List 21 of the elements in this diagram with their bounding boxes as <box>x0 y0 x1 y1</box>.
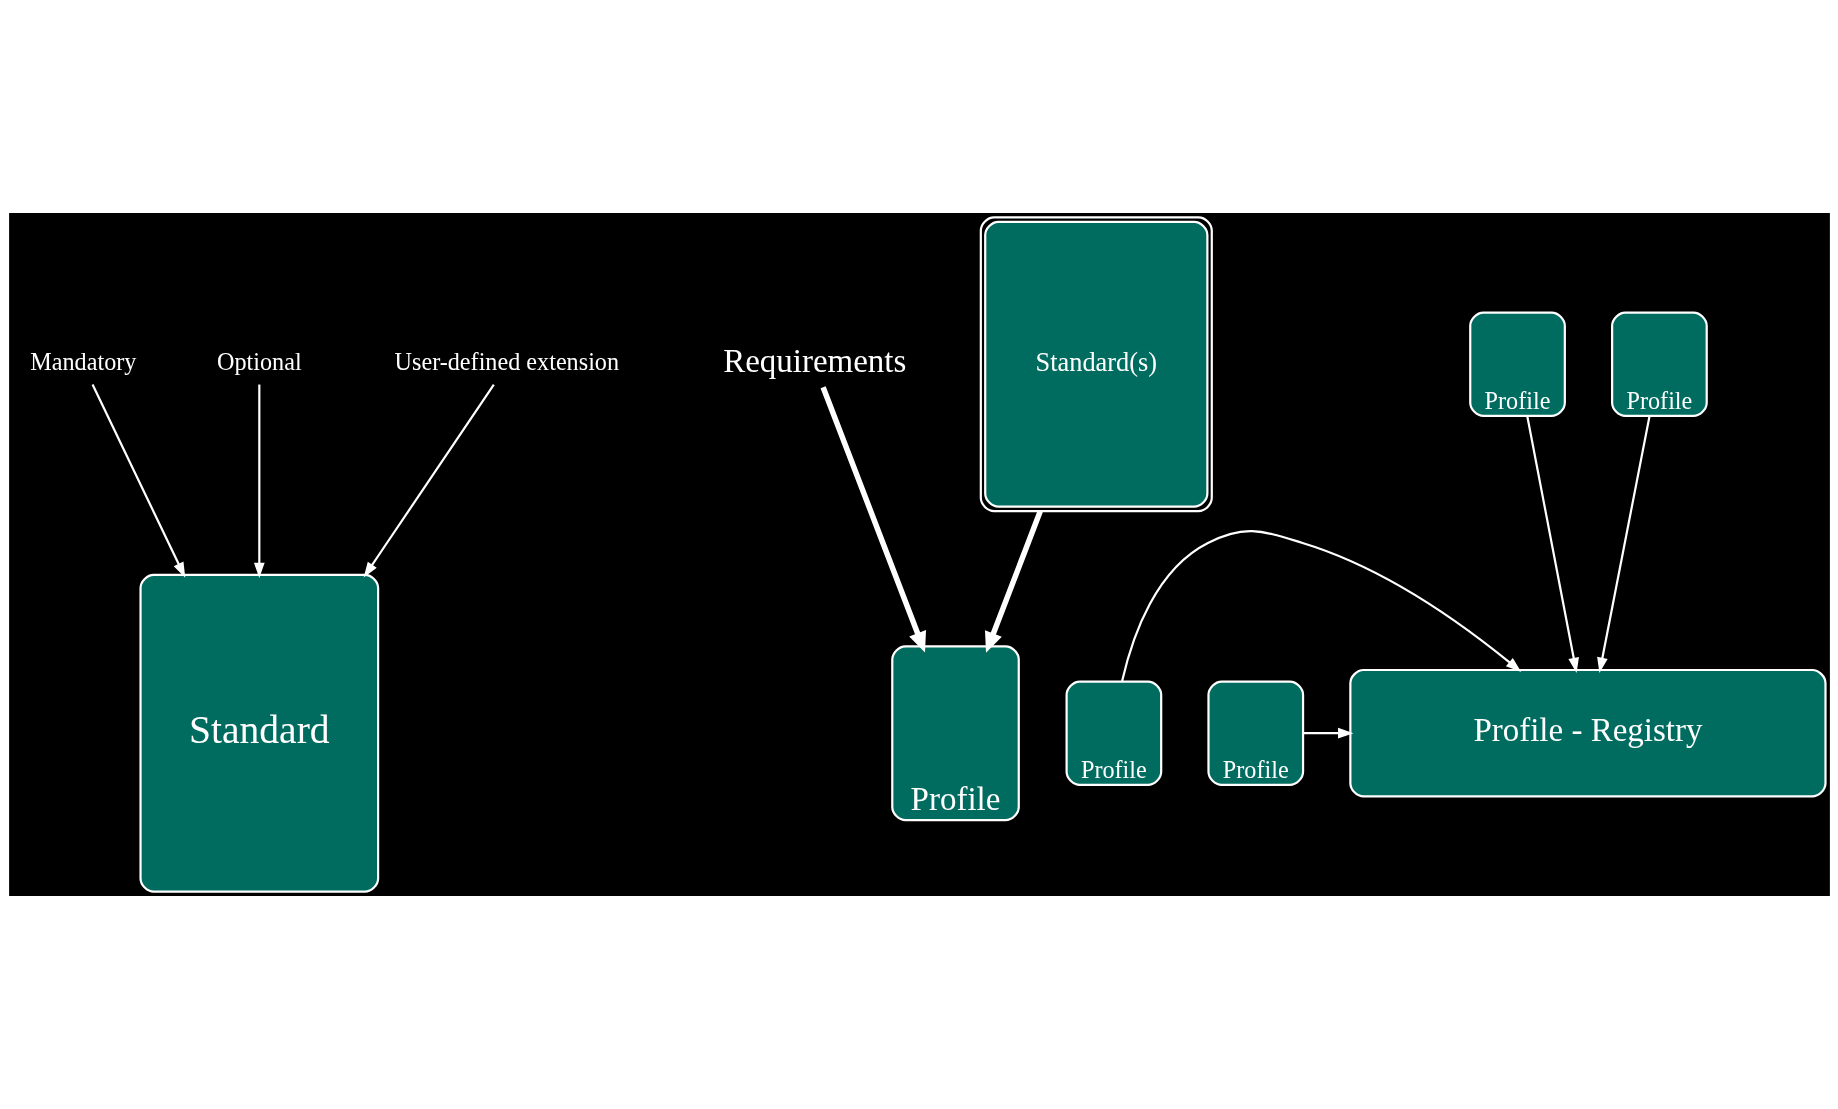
arrow <box>91 384 185 578</box>
node-text: User-defined extension <box>394 348 619 376</box>
node-text: Requirements <box>722 343 906 380</box>
node-text: Optional <box>216 348 302 376</box>
node-box: Profile <box>1468 311 1566 418</box>
arrow <box>1120 530 1521 682</box>
node-box: Profile <box>1610 311 1708 418</box>
arrow <box>253 384 265 579</box>
arrow <box>1302 727 1353 739</box>
node-box: Profile <box>1206 680 1304 786</box>
node-box: Profile <box>1065 680 1162 786</box>
arrow <box>984 510 1043 653</box>
node-box: Profile - Registry <box>1348 668 1827 798</box>
node-text: Mandatory <box>29 348 136 376</box>
node-box: Standard <box>138 573 379 893</box>
arrow <box>1525 415 1579 674</box>
arrow <box>363 383 495 578</box>
node-box: Standard(s) <box>979 216 1213 513</box>
node-box: Profile <box>890 645 1020 822</box>
arrow <box>820 386 926 653</box>
arrow <box>1596 415 1651 674</box>
